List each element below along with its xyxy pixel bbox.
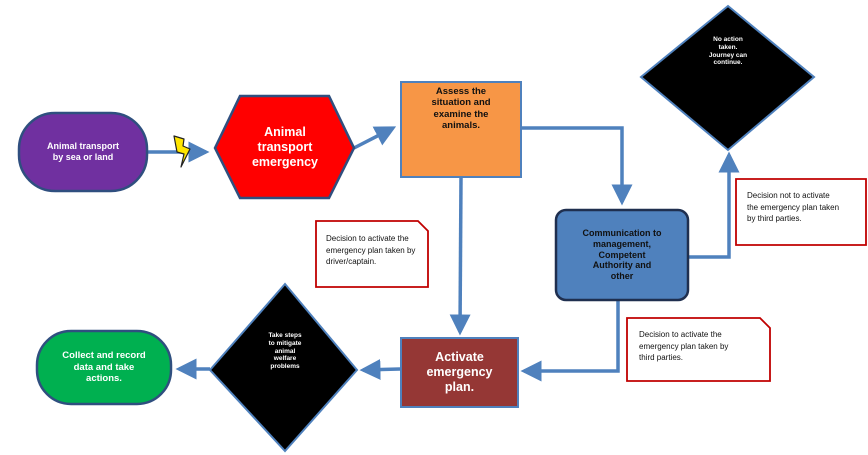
arrow-communication-to-activate [520, 301, 620, 382]
arrow-emergency-to-assess [353, 126, 397, 150]
note-third-party-text: Decision to activate the emergency plan … [639, 330, 729, 363]
start-node-label: Animal transport by sea or land [46, 141, 119, 162]
connectors [147, 126, 740, 382]
communication-node-shape [554, 208, 690, 302]
arrow-assess-to-activate [449, 177, 471, 336]
note-driver-text: Decision to activate the emergency plan … [326, 234, 416, 267]
communication-node-label: Communication to management, Competent A… [582, 228, 662, 282]
mitigate-diamond-shape [208, 282, 359, 453]
arrow-communication-to-no-action [687, 151, 740, 259]
collect-node-shape [35, 329, 173, 406]
mitigate-node-label: Take steps to mitigate animal welfare pr… [268, 332, 302, 371]
note-driver-shape [315, 220, 429, 288]
lightning-icon [173, 135, 191, 168]
arrow-assess-to-communication [521, 126, 633, 206]
assess-node-label: Assess the situation and examine the ani… [431, 86, 491, 132]
no-action-diamond-shape [639, 4, 816, 152]
note-third-party-shape [626, 317, 771, 382]
emergency-node-shape [213, 94, 356, 200]
activate-node-label: Activate emergency plan. [426, 350, 493, 394]
assess-node-shape [400, 81, 522, 178]
note-not-activate-text: Decision not to activate the emergency p… [747, 191, 840, 224]
activate-node-shape [400, 337, 519, 408]
emergency-node-label: Animal transport emergency [251, 124, 318, 169]
note-not-activate-shape [735, 178, 867, 246]
collect-node-label: Collect and record data and take actions… [62, 350, 146, 385]
arrow-activate-to-mitigate [359, 359, 401, 381]
start-node-shape [17, 111, 149, 193]
no-action-node-label: No action taken. Journey can continue. [708, 36, 748, 67]
